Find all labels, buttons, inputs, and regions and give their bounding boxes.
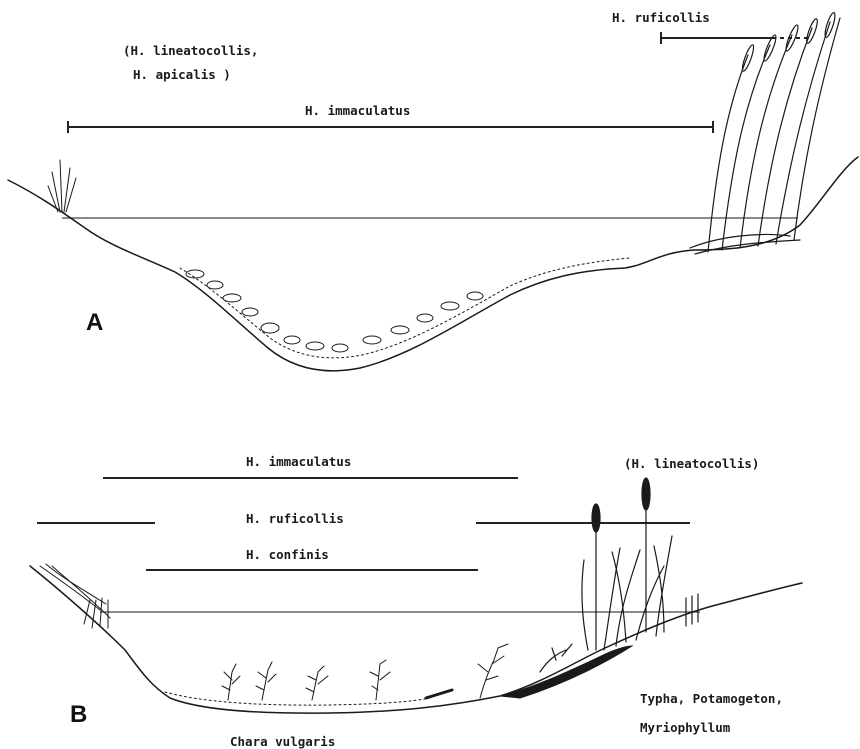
stones-a (186, 270, 483, 352)
label-a-immaculatus: H. immaculatus (305, 103, 410, 118)
label-b-confinis: H. confinis (246, 547, 329, 562)
label-b-immaculatus: H. immaculatus (246, 454, 351, 469)
label-b-lineatocollis: (H. lineatocollis) (624, 456, 759, 471)
grass-tuft-b (40, 564, 110, 628)
label-b-ruficollis: H. ruficollis (246, 511, 344, 526)
label-a-ruficollis: H. ruficollis (612, 10, 710, 25)
chara-plants-b (222, 644, 508, 700)
panel-letter-b: B (70, 701, 87, 728)
label-a-lineatocollis: (H. lineatocollis, (123, 43, 258, 58)
label-a-apicalis: H. apicalis ) (133, 67, 231, 82)
sediment-b (165, 692, 430, 705)
grass-tuft-a (48, 160, 76, 212)
panel-b: H. immaculatus H. ruficollis H. confinis… (30, 454, 802, 749)
range-bar-a-ruficollis (661, 32, 808, 44)
label-b-typha: Typha, Potamogeton, (640, 691, 783, 706)
typha-plants-b (540, 478, 698, 672)
label-b-chara: Chara vulgaris (230, 734, 335, 749)
panel-letter-a: A (86, 309, 103, 336)
mud-deposit-b (500, 646, 632, 698)
range-bar-a-immaculatus (68, 121, 713, 133)
mud-fragment-b (426, 690, 452, 698)
label-b-myriophyllum: Myriophyllum (640, 720, 731, 735)
panel-a: (H. lineatocollis, H. apicalis ) H. imma… (8, 10, 858, 371)
